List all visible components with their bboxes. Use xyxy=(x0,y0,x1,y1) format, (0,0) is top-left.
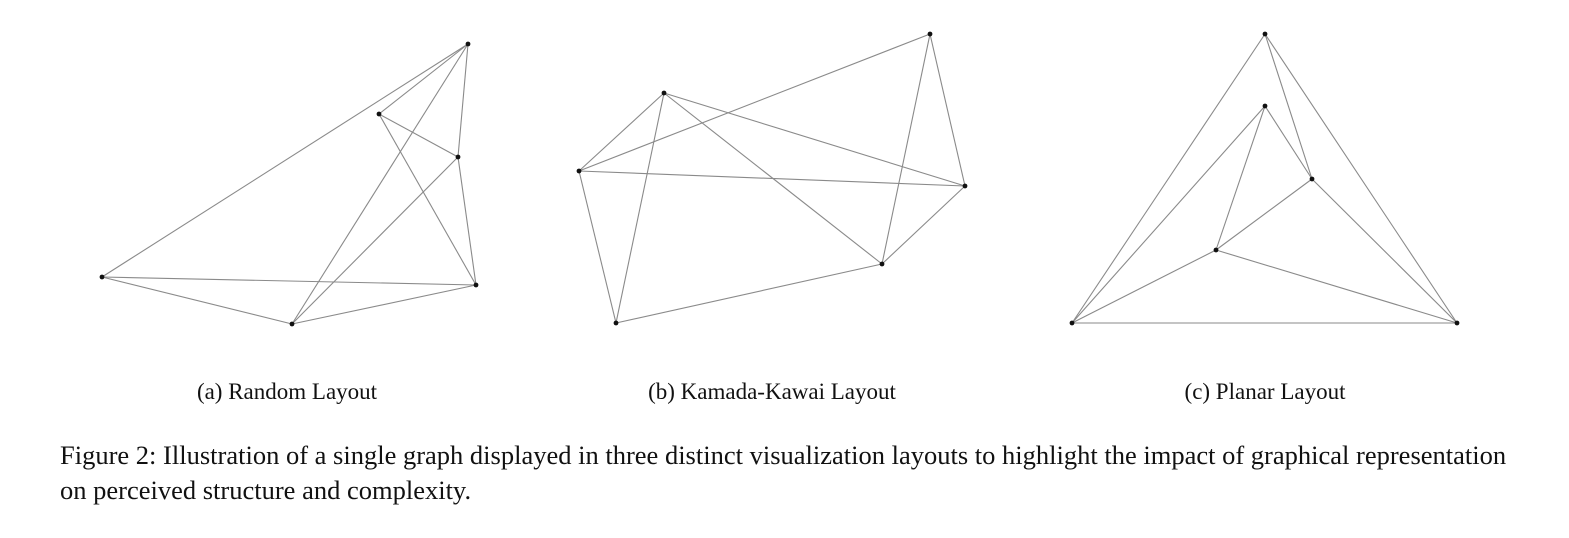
planar-edge-1-2 xyxy=(1264,33,1458,324)
kamada-kawai-node-1 xyxy=(927,31,933,37)
kamada-kawai-edge-2-5 xyxy=(881,185,966,265)
planar-node-1 xyxy=(1262,31,1268,37)
random-edge-4-5 xyxy=(291,284,477,325)
planar-node-3 xyxy=(1262,103,1268,109)
graph-kamada-kawai-layout xyxy=(576,31,968,326)
random-node-4 xyxy=(289,321,295,327)
planar-edge-1-5 xyxy=(1264,33,1313,180)
random-edge-2-5 xyxy=(457,156,477,286)
random-node-0 xyxy=(465,41,471,47)
planar-edge-0-4 xyxy=(1071,249,1217,324)
kamada-kawai-node-5 xyxy=(879,261,885,267)
subcaption-random: (a) Random Layout xyxy=(196,379,378,404)
kamada-kawai-edge-4-5 xyxy=(663,92,883,265)
planar-edge-0-3 xyxy=(1071,105,1266,324)
planar-edge-3-4 xyxy=(1215,105,1266,251)
random-node-5 xyxy=(473,282,479,288)
kamada-kawai-edge-3-4 xyxy=(615,92,665,324)
kamada-kawai-edge-0-3 xyxy=(578,170,617,324)
kamada-kawai-node-2 xyxy=(962,183,968,189)
figure-caption: Figure 2: Illustration of a single graph… xyxy=(60,440,1507,505)
kamada-kawai-edge-0-2 xyxy=(578,170,966,187)
planar-node-2 xyxy=(1454,320,1460,326)
graph-random-layout xyxy=(99,41,479,327)
planar-edge-2-4 xyxy=(1215,249,1458,324)
kamada-kawai-edge-2-4 xyxy=(663,92,966,187)
random-node-1 xyxy=(376,111,382,117)
subcaption-planar: (c) Planar Layout xyxy=(1184,379,1346,404)
random-edge-1-2 xyxy=(378,113,459,158)
planar-node-0 xyxy=(1069,320,1075,326)
random-edge-3-4 xyxy=(101,276,293,325)
random-edge-0-3 xyxy=(101,43,469,278)
kamada-kawai-edge-1-2 xyxy=(929,33,966,187)
random-edge-1-5 xyxy=(378,113,477,286)
random-node-3 xyxy=(99,274,105,280)
planar-edge-4-5 xyxy=(1215,178,1313,251)
kamada-kawai-node-3 xyxy=(613,320,619,326)
random-edge-0-4 xyxy=(291,43,469,325)
random-edge-0-2 xyxy=(457,43,469,158)
planar-edge-3-5 xyxy=(1264,105,1313,180)
graph-planar-layout xyxy=(1069,31,1460,326)
kamada-kawai-edge-3-5 xyxy=(615,263,883,324)
planar-node-4 xyxy=(1213,247,1219,253)
random-edge-2-4 xyxy=(291,156,459,325)
planar-edge-2-5 xyxy=(1311,178,1458,324)
planar-node-5 xyxy=(1309,176,1315,182)
random-edge-0-1 xyxy=(378,43,469,115)
random-node-2 xyxy=(455,154,461,160)
kamada-kawai-edge-0-1 xyxy=(578,33,931,172)
kamada-kawai-edge-1-5 xyxy=(881,33,931,265)
kamada-kawai-node-4 xyxy=(661,90,667,96)
subcaption-kamada-kawai: (b) Kamada-Kawai Layout xyxy=(648,379,896,404)
planar-edge-0-1 xyxy=(1071,33,1266,324)
random-edge-3-5 xyxy=(101,276,477,286)
kamada-kawai-node-0 xyxy=(576,168,582,174)
kamada-kawai-edge-0-4 xyxy=(578,92,665,172)
